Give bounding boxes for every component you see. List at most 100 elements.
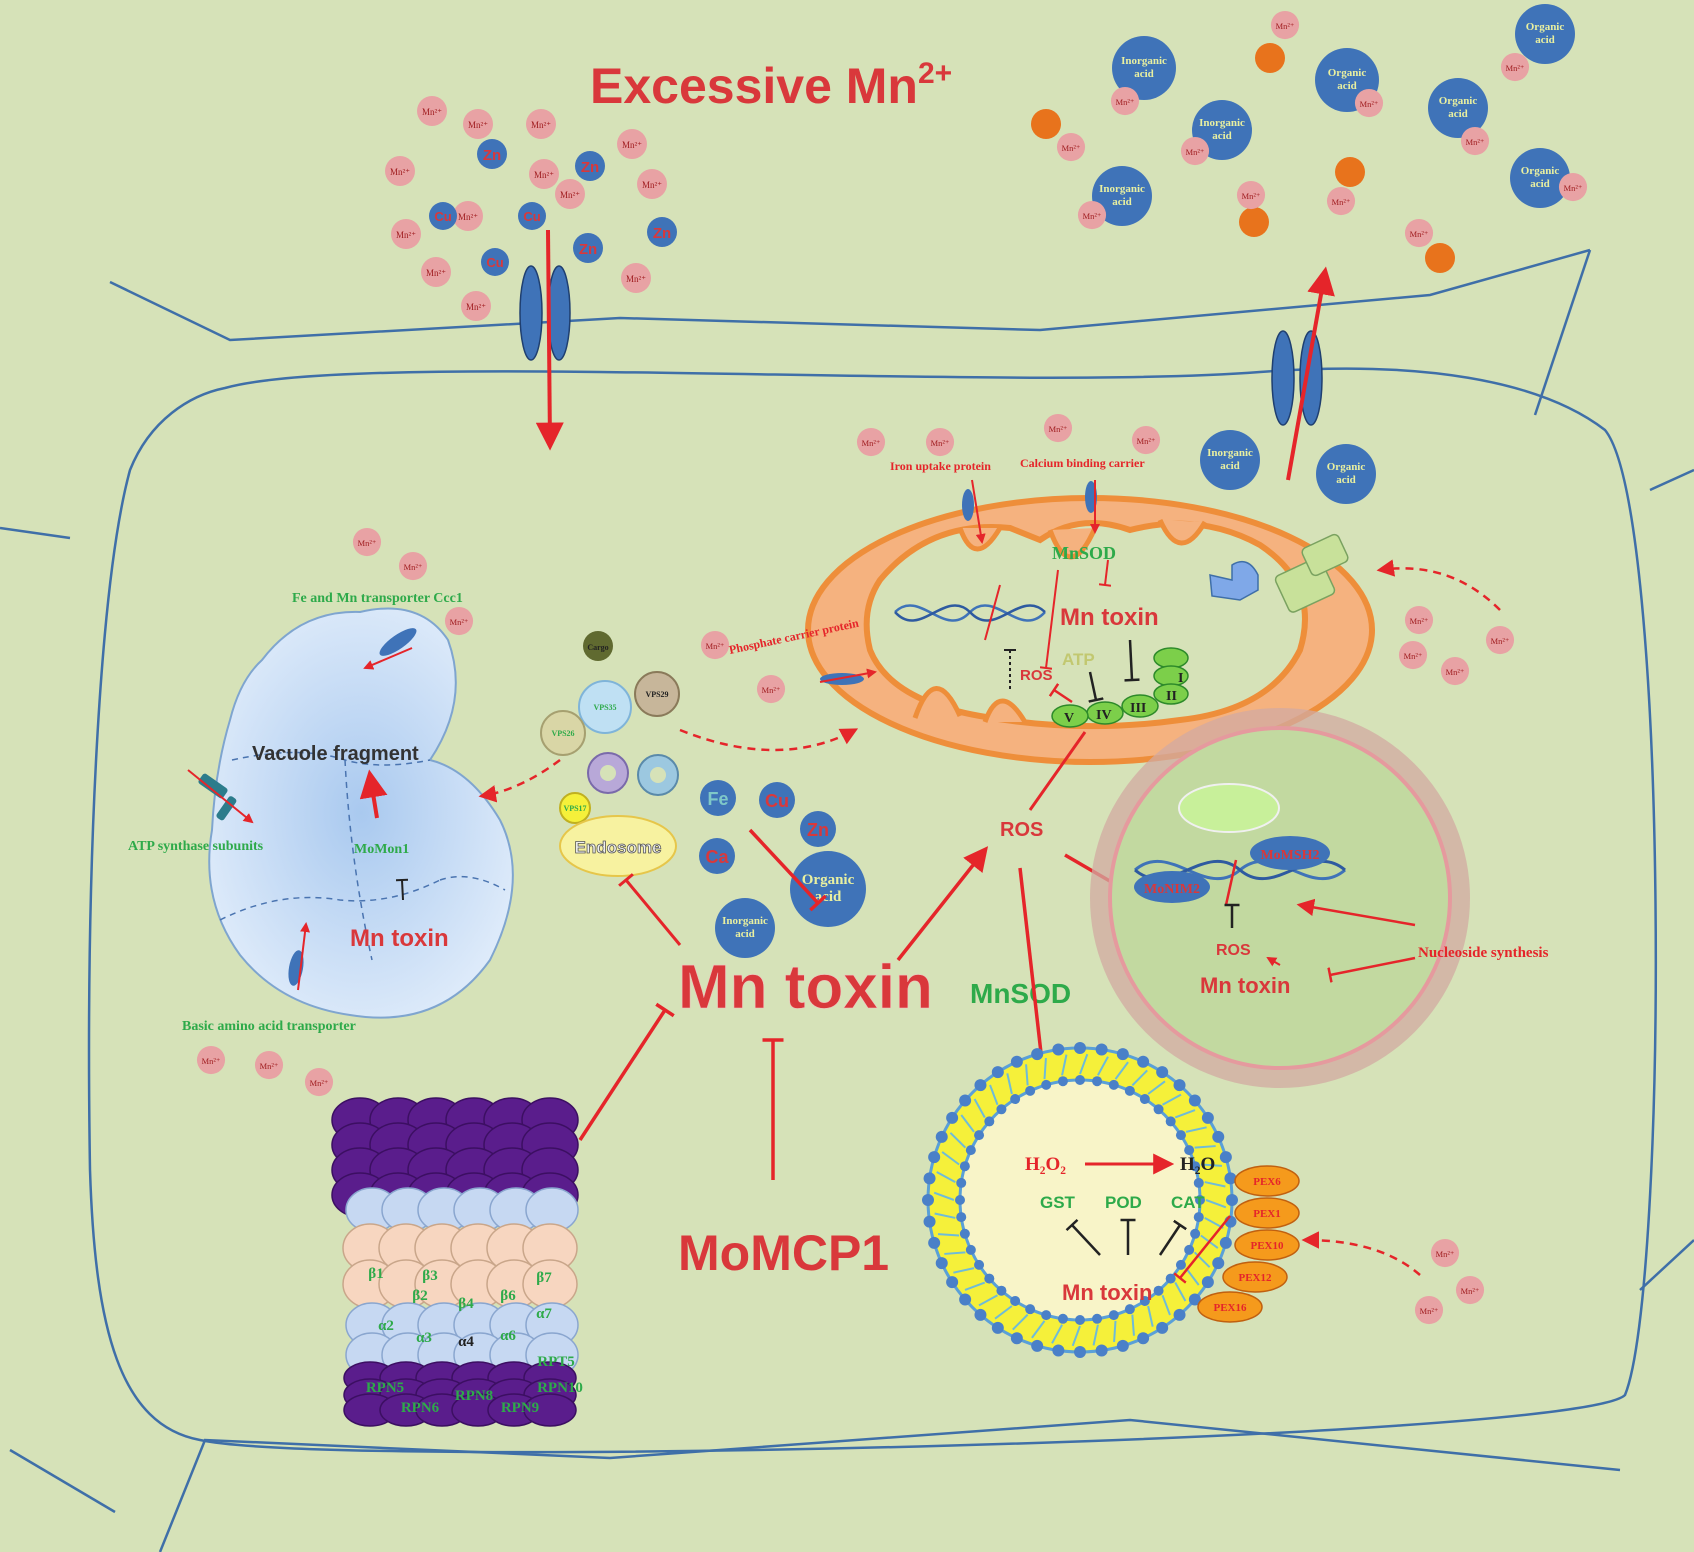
membrane-lipid xyxy=(1043,1057,1047,1080)
proteasome-label-rpn9: RPN9 xyxy=(501,1400,539,1416)
nucleoside-to-dna-arrow xyxy=(1296,898,1416,927)
membrane-lipid xyxy=(936,1171,956,1183)
momon1-arrow xyxy=(359,769,388,819)
complex-iv-label: IV xyxy=(1096,708,1112,723)
zinc-label: Zn xyxy=(653,225,671,242)
peroxisome-membrane-beads xyxy=(922,1042,1238,1358)
phosphate-arrow xyxy=(819,668,877,683)
membrane-bead xyxy=(1188,1293,1201,1306)
cytoplasm-metals: Fe Cu Zn Ca Organic acid Inorganic acid xyxy=(699,780,866,958)
nucleoside-label: Nucleoside synthesis xyxy=(1418,945,1549,961)
proteasome-label-beta3: β3 xyxy=(422,1268,437,1284)
zinc-ion xyxy=(575,151,605,181)
membrane-bead xyxy=(959,1293,972,1306)
secreted-acids-cluster: Inorganic acid Organic acid Organic acid… xyxy=(1031,4,1588,273)
membrane-lipid xyxy=(1174,1282,1187,1302)
momsh2-label: MoMSH2 xyxy=(1260,848,1319,863)
membrane-bead xyxy=(1108,1079,1119,1090)
membrane-bead xyxy=(1010,1055,1023,1068)
membrane-bead xyxy=(965,1244,976,1255)
calcium-label: Ca xyxy=(705,847,729,867)
zinc-label: Zn xyxy=(579,241,597,258)
copper-label: Cu xyxy=(523,209,540,224)
membrane-lipid xyxy=(1006,1073,1013,1095)
membrane-bead xyxy=(1074,1346,1086,1358)
membrane-bead xyxy=(1057,1076,1068,1087)
membrane-bead xyxy=(1057,1313,1068,1324)
svg-text:acid: acid xyxy=(735,928,755,940)
membrane-lipid xyxy=(1194,1145,1216,1149)
nuclear-mn-toxin-label: Mn toxin xyxy=(1200,973,1290,998)
svg-text:acid: acid xyxy=(1212,130,1232,142)
cyto-ros-label: ROS xyxy=(1000,819,1043,841)
ccc1-label: Fe and Mn transporter Ccc1 xyxy=(292,591,463,606)
proteasome-label-alpha6: α6 xyxy=(500,1328,516,1344)
svg-text:Organic: Organic xyxy=(802,872,855,888)
mitochondrial-dna xyxy=(894,604,1046,622)
membrane-bead xyxy=(1156,1066,1169,1079)
retromer-to-vacuole-arrow xyxy=(478,758,561,803)
ccc1-transporter xyxy=(379,628,417,656)
momcp1-label: MoMCP1 xyxy=(678,1225,889,1281)
membrane-bead xyxy=(1052,1344,1065,1357)
membrane-lipid xyxy=(1079,1053,1089,1075)
membrane-bead xyxy=(1010,1094,1021,1105)
membrane-bead xyxy=(1041,1310,1052,1321)
membrane-bead xyxy=(928,1236,941,1249)
pex10-label: PEX10 xyxy=(1251,1240,1285,1252)
atp-inhibit xyxy=(1088,671,1104,703)
membrane-bead xyxy=(1092,1076,1103,1087)
proteasome-label-beta1: β1 xyxy=(368,1266,383,1282)
membrane-lipid xyxy=(937,1233,960,1237)
membrane-bead xyxy=(1212,1130,1225,1143)
membrane-bead xyxy=(974,1308,987,1321)
membrane-bead xyxy=(946,1276,959,1289)
membrane-lipid xyxy=(994,1305,1013,1320)
membrane-lipid xyxy=(960,1114,975,1133)
complex-ros-link xyxy=(1048,683,1073,704)
membrane-bead xyxy=(1153,1285,1164,1296)
copper-label: Cu xyxy=(486,255,503,270)
monim2-blob xyxy=(1134,871,1210,903)
svg-text:Organic: Organic xyxy=(1328,67,1367,79)
proteasome-label-alpha2: α2 xyxy=(378,1318,394,1334)
vps17-label: VPS17 xyxy=(563,804,586,813)
membrane-bead xyxy=(1224,1172,1237,1185)
iron-label: Fe xyxy=(707,789,728,809)
membrane-bead xyxy=(955,1195,965,1205)
membrane-bead xyxy=(959,1228,970,1239)
membrane-lipid xyxy=(1131,1069,1148,1087)
svg-text:acid: acid xyxy=(1336,474,1356,486)
mnsod-inhibit-ros xyxy=(1039,569,1059,670)
membrane-bead xyxy=(956,1212,967,1223)
copper-label-cyto: Cu xyxy=(765,791,789,811)
proteasome-subunit xyxy=(523,1393,577,1427)
membrane-bead xyxy=(1226,1194,1238,1206)
membrane-bead xyxy=(1212,1257,1225,1270)
membrane-bead xyxy=(1010,1332,1023,1345)
membrane-lipid xyxy=(1185,1126,1207,1133)
iron-uptake-label: Iron uptake protein xyxy=(890,459,991,473)
svg-text:Inorganic: Inorganic xyxy=(1207,447,1253,459)
momsh2-blob xyxy=(1250,836,1330,870)
proteasome-label-beta2: β2 xyxy=(412,1288,427,1304)
membrane-lipid xyxy=(1012,1313,1029,1331)
membrane-lipid xyxy=(933,1191,955,1201)
svg-text:Organic: Organic xyxy=(1526,21,1565,33)
proteasome-label-alpha7: α7 xyxy=(536,1306,552,1322)
mnsod-inhibit-toxin xyxy=(1098,559,1112,587)
mito-atp-label: ATP xyxy=(1062,650,1095,669)
copper-label: Cu xyxy=(434,209,451,224)
svg-text:Inorganic: Inorganic xyxy=(1121,55,1167,67)
membrane-bead xyxy=(1025,1304,1036,1315)
membrane-lipid xyxy=(1097,1056,1109,1076)
membrane-bead xyxy=(1092,1313,1103,1324)
complex-iii-label: III xyxy=(1130,701,1146,716)
svg-text:Organic: Organic xyxy=(1521,165,1560,177)
peroxisome xyxy=(922,1042,1238,1358)
membrane-bead xyxy=(1219,1151,1232,1164)
membrane-bead xyxy=(935,1257,948,1270)
cytoplasm-acids: Inorganic acid Organic acid xyxy=(1200,430,1376,504)
membrane-lipid xyxy=(1061,1054,1068,1076)
membrane-lipid xyxy=(1147,1080,1166,1095)
